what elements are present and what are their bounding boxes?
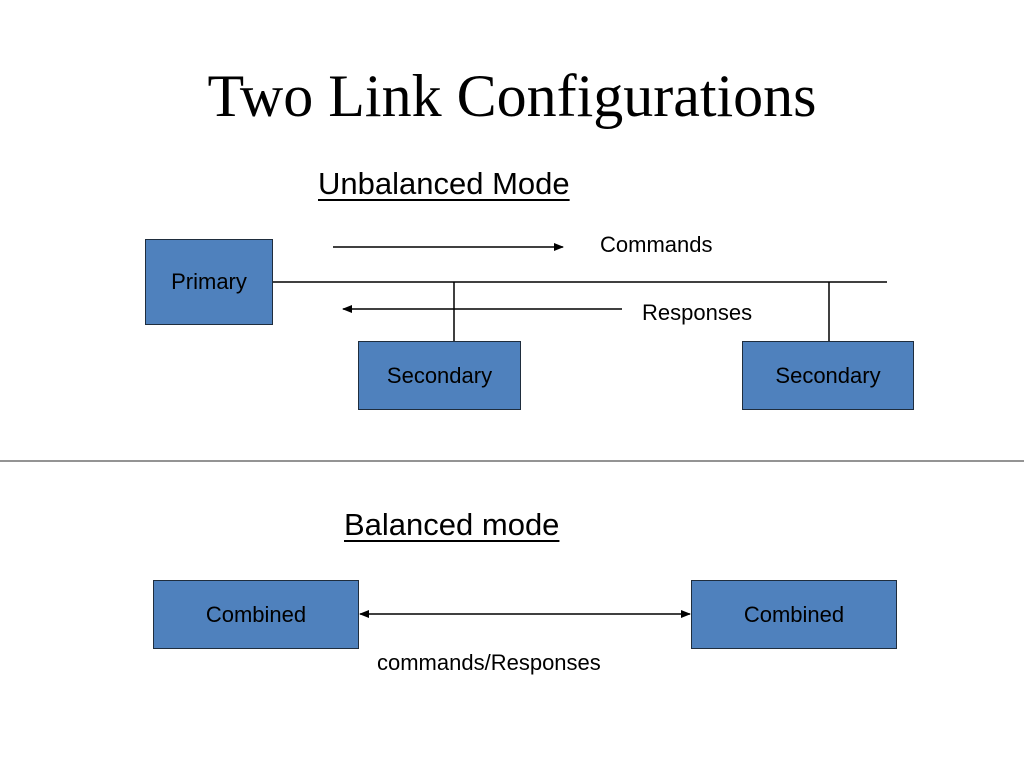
secondary-station-label-2: Secondary [775,362,881,388]
secondary-station-box-2: Secondary [742,341,914,410]
slide-title: Two Link Configurations [207,63,817,129]
secondary-station-label-1: Secondary [386,362,493,388]
primary-station-label: Primary [171,269,247,294]
responses-label: Responses [642,300,753,325]
unbalanced-mode-heading: Unbalanced Mode [318,166,570,201]
combined-station-label-1: Combined [205,601,307,627]
secondary-station-box-1: Secondary [358,341,521,410]
combined-station-box-1: Combined [153,580,359,649]
combined-link-label: commands/Responses [377,650,601,675]
combined-station-label-2: Combined [743,601,845,627]
combined-station-box-2: Combined [691,580,897,649]
balanced-mode-heading: Balanced mode [344,507,560,542]
primary-station-box: Primary [145,239,273,325]
commands-label: Commands [600,232,713,257]
